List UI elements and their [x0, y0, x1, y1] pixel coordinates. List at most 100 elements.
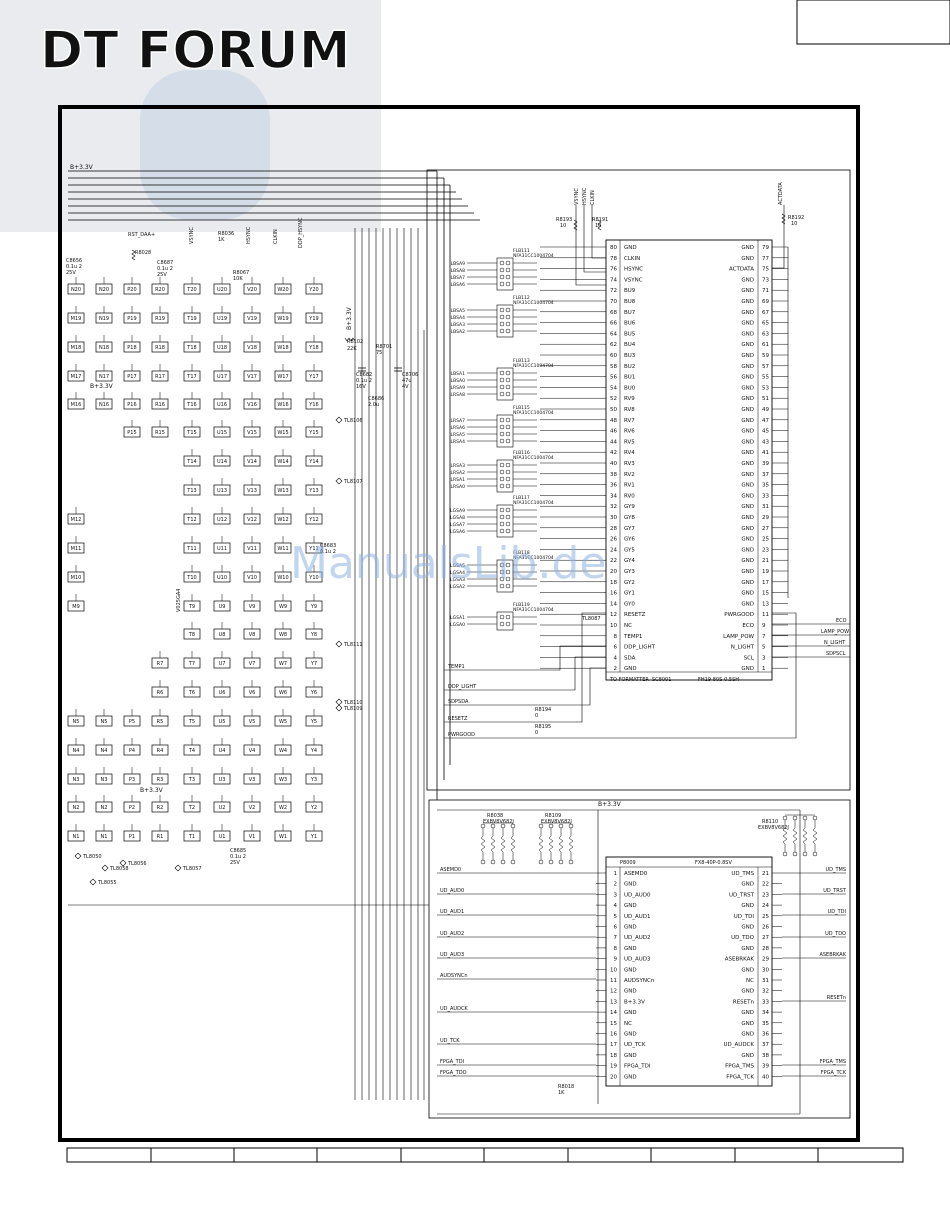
test-point-label: TL8057 [182, 866, 202, 872]
bga-pin-label: N2 [101, 805, 108, 811]
test-point-label: TL8056 [127, 861, 147, 867]
bga-pin-n4: N4 [95, 738, 113, 756]
pin-number: 14 [610, 1010, 617, 1016]
pin-label: GND [741, 450, 754, 456]
pin-number: 29 [762, 515, 769, 521]
bga-pin-y11: Y11 [305, 536, 323, 554]
bga-pin-label: W12 [277, 517, 288, 523]
bga-pin-label: M18 [71, 345, 82, 351]
r8110-value: EXBV8V682J [758, 825, 789, 831]
pin-label: UD_AUD2 [624, 935, 651, 941]
bga-pin-n2: N2 [95, 795, 113, 813]
pin-number: 30 [610, 515, 617, 521]
bga-pin-t16: T16 [183, 392, 201, 410]
pin-label: GND [624, 245, 637, 251]
bga-pin-n5: N5 [95, 709, 113, 727]
net-fpga-tdi: FPGA_TDI [437, 1059, 596, 1066]
bga-pin-m12: M12 [67, 507, 85, 525]
bga-pin-label: N20 [99, 287, 109, 293]
pin-label: HSYNC [624, 267, 643, 273]
bga-pin-y7: Y7 [305, 651, 323, 669]
c8685-voltage: 25V [230, 860, 240, 866]
b33-lower-label: B+3.3V [598, 801, 622, 808]
pin-label: GY2 [624, 580, 635, 586]
bga-pin-m11: M11 [67, 536, 85, 554]
pin-label: RV7 [624, 418, 635, 424]
bga-pin-label: Y9 [310, 604, 317, 610]
pin-label: UD_AUD3 [624, 957, 651, 963]
pin-label: BU0 [624, 385, 636, 391]
bga-pin-label: W19 [277, 316, 288, 322]
bga-pin-w19: W19 [274, 306, 292, 324]
pin-label: GND [624, 989, 637, 995]
sig-vsync: VSYNC [574, 188, 580, 205]
logo-text: DT FORUM [40, 21, 350, 81]
pin-label: BU9 [624, 288, 636, 294]
bga-pin-n20: N20 [95, 277, 113, 295]
pin-label: GND [624, 925, 637, 931]
bga-pin-t20: T20 [183, 277, 201, 295]
pin-number: 40 [610, 461, 617, 467]
bga-pin-p1: P1 [123, 824, 141, 842]
pin-number: 10 [610, 967, 617, 973]
pin-number: 8 [614, 634, 618, 640]
ferrite-id: FLB117 [513, 495, 530, 501]
pin-label: GND [624, 946, 637, 952]
net-fpga-tms: FPGA_TMS [782, 1059, 846, 1066]
c8687-ref: C8687 [157, 260, 173, 266]
pin-label: GY4 [624, 558, 635, 564]
r8036-ref: R8036 [218, 231, 234, 237]
pin-label: LAMP_POW [723, 634, 754, 640]
bga-pin-w12: W12 [274, 507, 292, 525]
bga-pin-v20: V20 [243, 277, 261, 295]
bga-pin-label: V12 [247, 517, 257, 523]
bga-pin-t10: T10 [183, 565, 201, 583]
title-block [66, 1147, 904, 1163]
pin-number: 33 [762, 493, 769, 499]
pin-label: GND [741, 946, 754, 952]
pin-label: GND [624, 1053, 637, 1059]
bga-pin-label: U15 [217, 430, 227, 436]
b33-side-label: B+3.3V [346, 306, 353, 330]
net-label: FPGA_TCK [821, 1070, 847, 1076]
bga-pin-u17: U17 [213, 364, 231, 382]
pin-number: 67 [762, 310, 769, 316]
ferrite-signal: LBSA9 [451, 261, 466, 267]
pin-number: 71 [762, 288, 769, 294]
bga-pin-label: T14 [186, 459, 196, 465]
bga-pin-y18: Y18 [305, 335, 323, 353]
bga-pin-label: V6 [249, 690, 256, 696]
r8193-ref: R8193 [556, 217, 572, 223]
sig-clkin: CLKIN [590, 190, 596, 205]
c8656-value: 0.1u 2 [66, 264, 82, 270]
c8685-value: 0.1u 2 [230, 854, 246, 860]
bga-pin-label: T1 [188, 834, 195, 840]
bga-pin-label: T11 [186, 546, 196, 552]
pin-label: BU1 [624, 375, 635, 381]
pin-label: GND [741, 569, 754, 575]
bga-pin-label: R1 [157, 834, 164, 840]
test-point-label: TL8050 [82, 854, 102, 860]
bga-pin-w18: W18 [274, 335, 292, 353]
net-label: UD_AUD1 [440, 909, 464, 915]
bga-pin-t15: T15 [183, 420, 201, 438]
bga-pin-w14: W14 [274, 449, 292, 467]
bga-pin-u8: U8 [213, 622, 231, 640]
